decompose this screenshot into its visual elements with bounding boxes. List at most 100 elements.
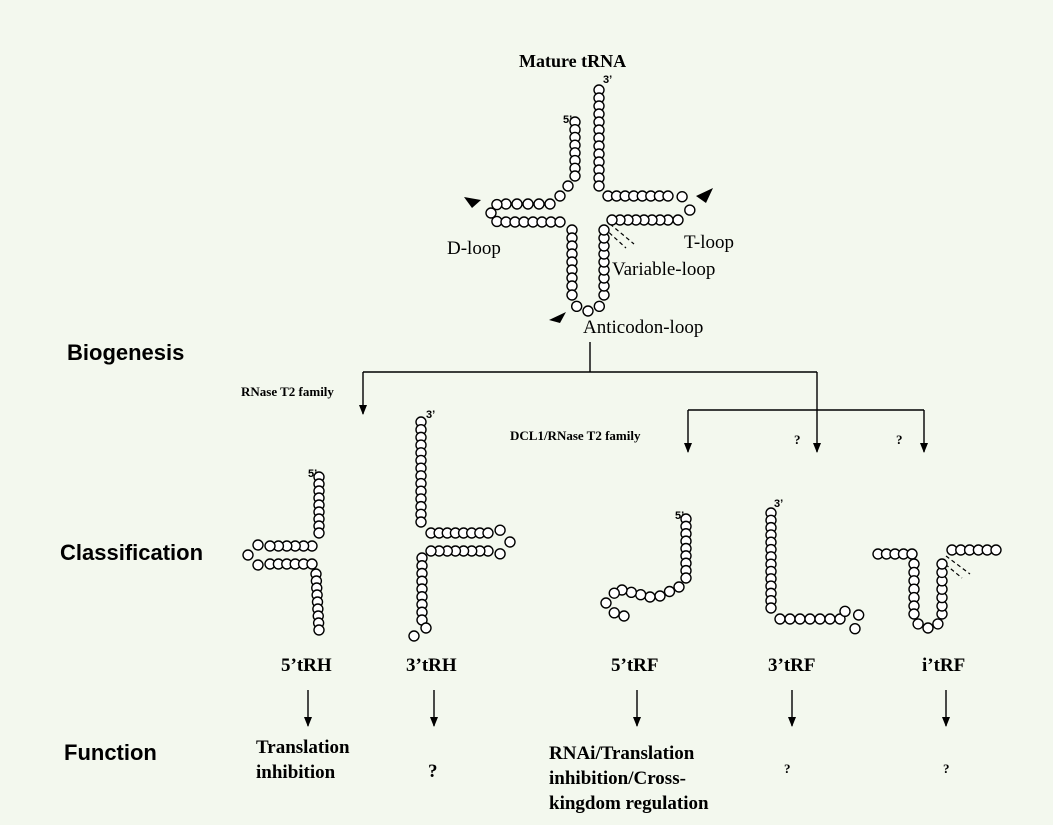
3trf-nucleotide: [849, 622, 861, 635]
biogenesis-heading: Biogenesis: [67, 340, 185, 365]
5trf-nucleotide: [608, 587, 620, 599]
mature-trna-nucleotide: [569, 170, 581, 182]
5trh-5-prime-label: 5’: [308, 468, 318, 480]
itrf-nucleotide: [932, 618, 944, 630]
mature-trna-nucleotide: [598, 224, 610, 236]
mature-trna-nucleotide: [485, 207, 497, 219]
biogenesis-tree: [359, 342, 928, 453]
function-3trh: ?: [428, 761, 438, 782]
class-5trh: 5’tRH: [281, 655, 332, 676]
mature-trna-nucleotide: [554, 190, 566, 202]
t-loop-label: T-loop: [684, 232, 734, 253]
variable-loop-dashes: [603, 223, 971, 579]
3trf-3-prime-label: 3’: [774, 498, 784, 510]
itrf-nucleotide: [922, 622, 934, 634]
variable-loop-label: Variable-loop: [612, 259, 716, 280]
3trh-nucleotide: [494, 524, 506, 536]
5trf-nucleotide: [673, 581, 685, 593]
5trf-nucleotide: [634, 588, 647, 601]
5trh-nucleotide: [264, 540, 276, 552]
rnase-t2-label: RNase T2 family: [241, 384, 334, 399]
unknown-enzyme-a: ?: [794, 432, 801, 447]
3trf-nucleotide: [765, 602, 777, 614]
mature-trna-nucleotide: [593, 180, 605, 192]
3trf-nucleotide: [794, 613, 806, 625]
classification-heading: Classification: [60, 540, 204, 565]
dcl1-rnase-t2-label: DCL1/RNase T2 family: [510, 428, 641, 443]
cleavage-markers: [464, 188, 713, 323]
d-loop-label: D-loop: [447, 238, 501, 259]
5trf-nucleotide: [654, 590, 666, 602]
function-heading: Function: [64, 740, 157, 765]
itrf-nucleotide: [936, 558, 948, 570]
3trf-nucleotide: [852, 609, 865, 621]
function-5trh: Translation inhibition: [256, 737, 350, 783]
unknown-enzyme-b: ?: [896, 432, 903, 447]
mature-trna-nucleotide: [582, 305, 594, 317]
mature-trna-nucleotide: [676, 191, 688, 203]
mature-trna-nucleotide: [684, 204, 696, 216]
class-5trf: 5’tRF: [611, 655, 659, 676]
class-itrf: i’tRF: [922, 655, 966, 676]
3trf-nucleotide: [839, 605, 851, 618]
3trh-nucleotide: [494, 548, 506, 560]
3trh-nucleotide: [504, 536, 516, 548]
class-3trf: 3’tRF: [768, 655, 816, 676]
itrf-nucleotide: [906, 548, 918, 560]
3trh-nucleotide: [408, 630, 420, 642]
itrf-nucleotide: [912, 618, 924, 630]
nucleotide-beads: [242, 84, 1002, 642]
3trf-nucleotide: [804, 613, 816, 625]
mature-trna-nucleotide: [522, 198, 534, 210]
mature-trna-nucleotide: [554, 216, 566, 228]
3trf-nucleotide: [784, 613, 796, 625]
5trf-nucleotide: [644, 591, 656, 603]
function-itrf: ?: [943, 761, 950, 776]
5trf-nucleotide: [608, 607, 620, 619]
3trh-3-prime-label: 3’: [426, 409, 436, 421]
3trh-nucleotide: [415, 516, 427, 528]
mature-trna-nucleotide: [544, 198, 556, 210]
anticodon-loop-label: Anticodon-loop: [583, 317, 704, 338]
mature-trna-nucleotide: [672, 214, 684, 226]
mature-5-prime-label: 5’: [563, 114, 573, 126]
5trf-nucleotide: [618, 610, 630, 622]
3trh-nucleotide: [425, 545, 437, 557]
5trh-nucleotide: [242, 549, 254, 561]
function-arrows: [304, 690, 950, 727]
5trf-nucleotide: [625, 586, 638, 599]
mature-trna-nucleotide: [533, 198, 545, 210]
mature-trna-nucleotide: [511, 198, 523, 210]
3trf-nucleotide: [814, 613, 826, 625]
5trh-nucleotide: [252, 539, 264, 551]
5trf-nucleotide: [680, 572, 692, 584]
5trf-nucleotide: [663, 585, 676, 598]
3trf-nucleotide: [774, 613, 786, 625]
3trf-nucleotide: [824, 613, 836, 625]
function-5trf: RNAi/Translation inhibition/Cross-kingdo…: [549, 743, 709, 814]
5trh-nucleotide: [306, 558, 318, 570]
mature-3-prime-label: 3’: [603, 74, 613, 86]
3trh-nucleotide: [420, 622, 432, 634]
itrf-nucleotide: [908, 608, 920, 620]
cleavage-arrowhead-t: [696, 188, 713, 203]
mature-trna-nucleotide: [662, 190, 674, 202]
mature-trna-nucleotide: [593, 300, 606, 313]
mature-trna-nucleotide: [491, 198, 503, 211]
cleavage-arrowhead-d: [464, 197, 481, 208]
function-3trf: ?: [784, 761, 791, 776]
3trh-nucleotide: [482, 527, 494, 539]
cleavage-arrowhead-anticodon: [549, 312, 566, 323]
diagram-title: Mature tRNA: [519, 51, 627, 71]
itrf-nucleotide: [990, 544, 1002, 556]
5trh-nucleotide: [252, 559, 264, 571]
5trf-5-prime-label: 5’: [675, 510, 685, 522]
5trh-nucleotide: [313, 527, 325, 539]
mature-trna-nucleotide: [566, 289, 578, 301]
mature-trna-nucleotide: [562, 180, 574, 192]
5trf-nucleotide: [600, 597, 612, 609]
mature-trna-nucleotide: [570, 300, 583, 313]
5trh-nucleotide: [313, 624, 325, 636]
